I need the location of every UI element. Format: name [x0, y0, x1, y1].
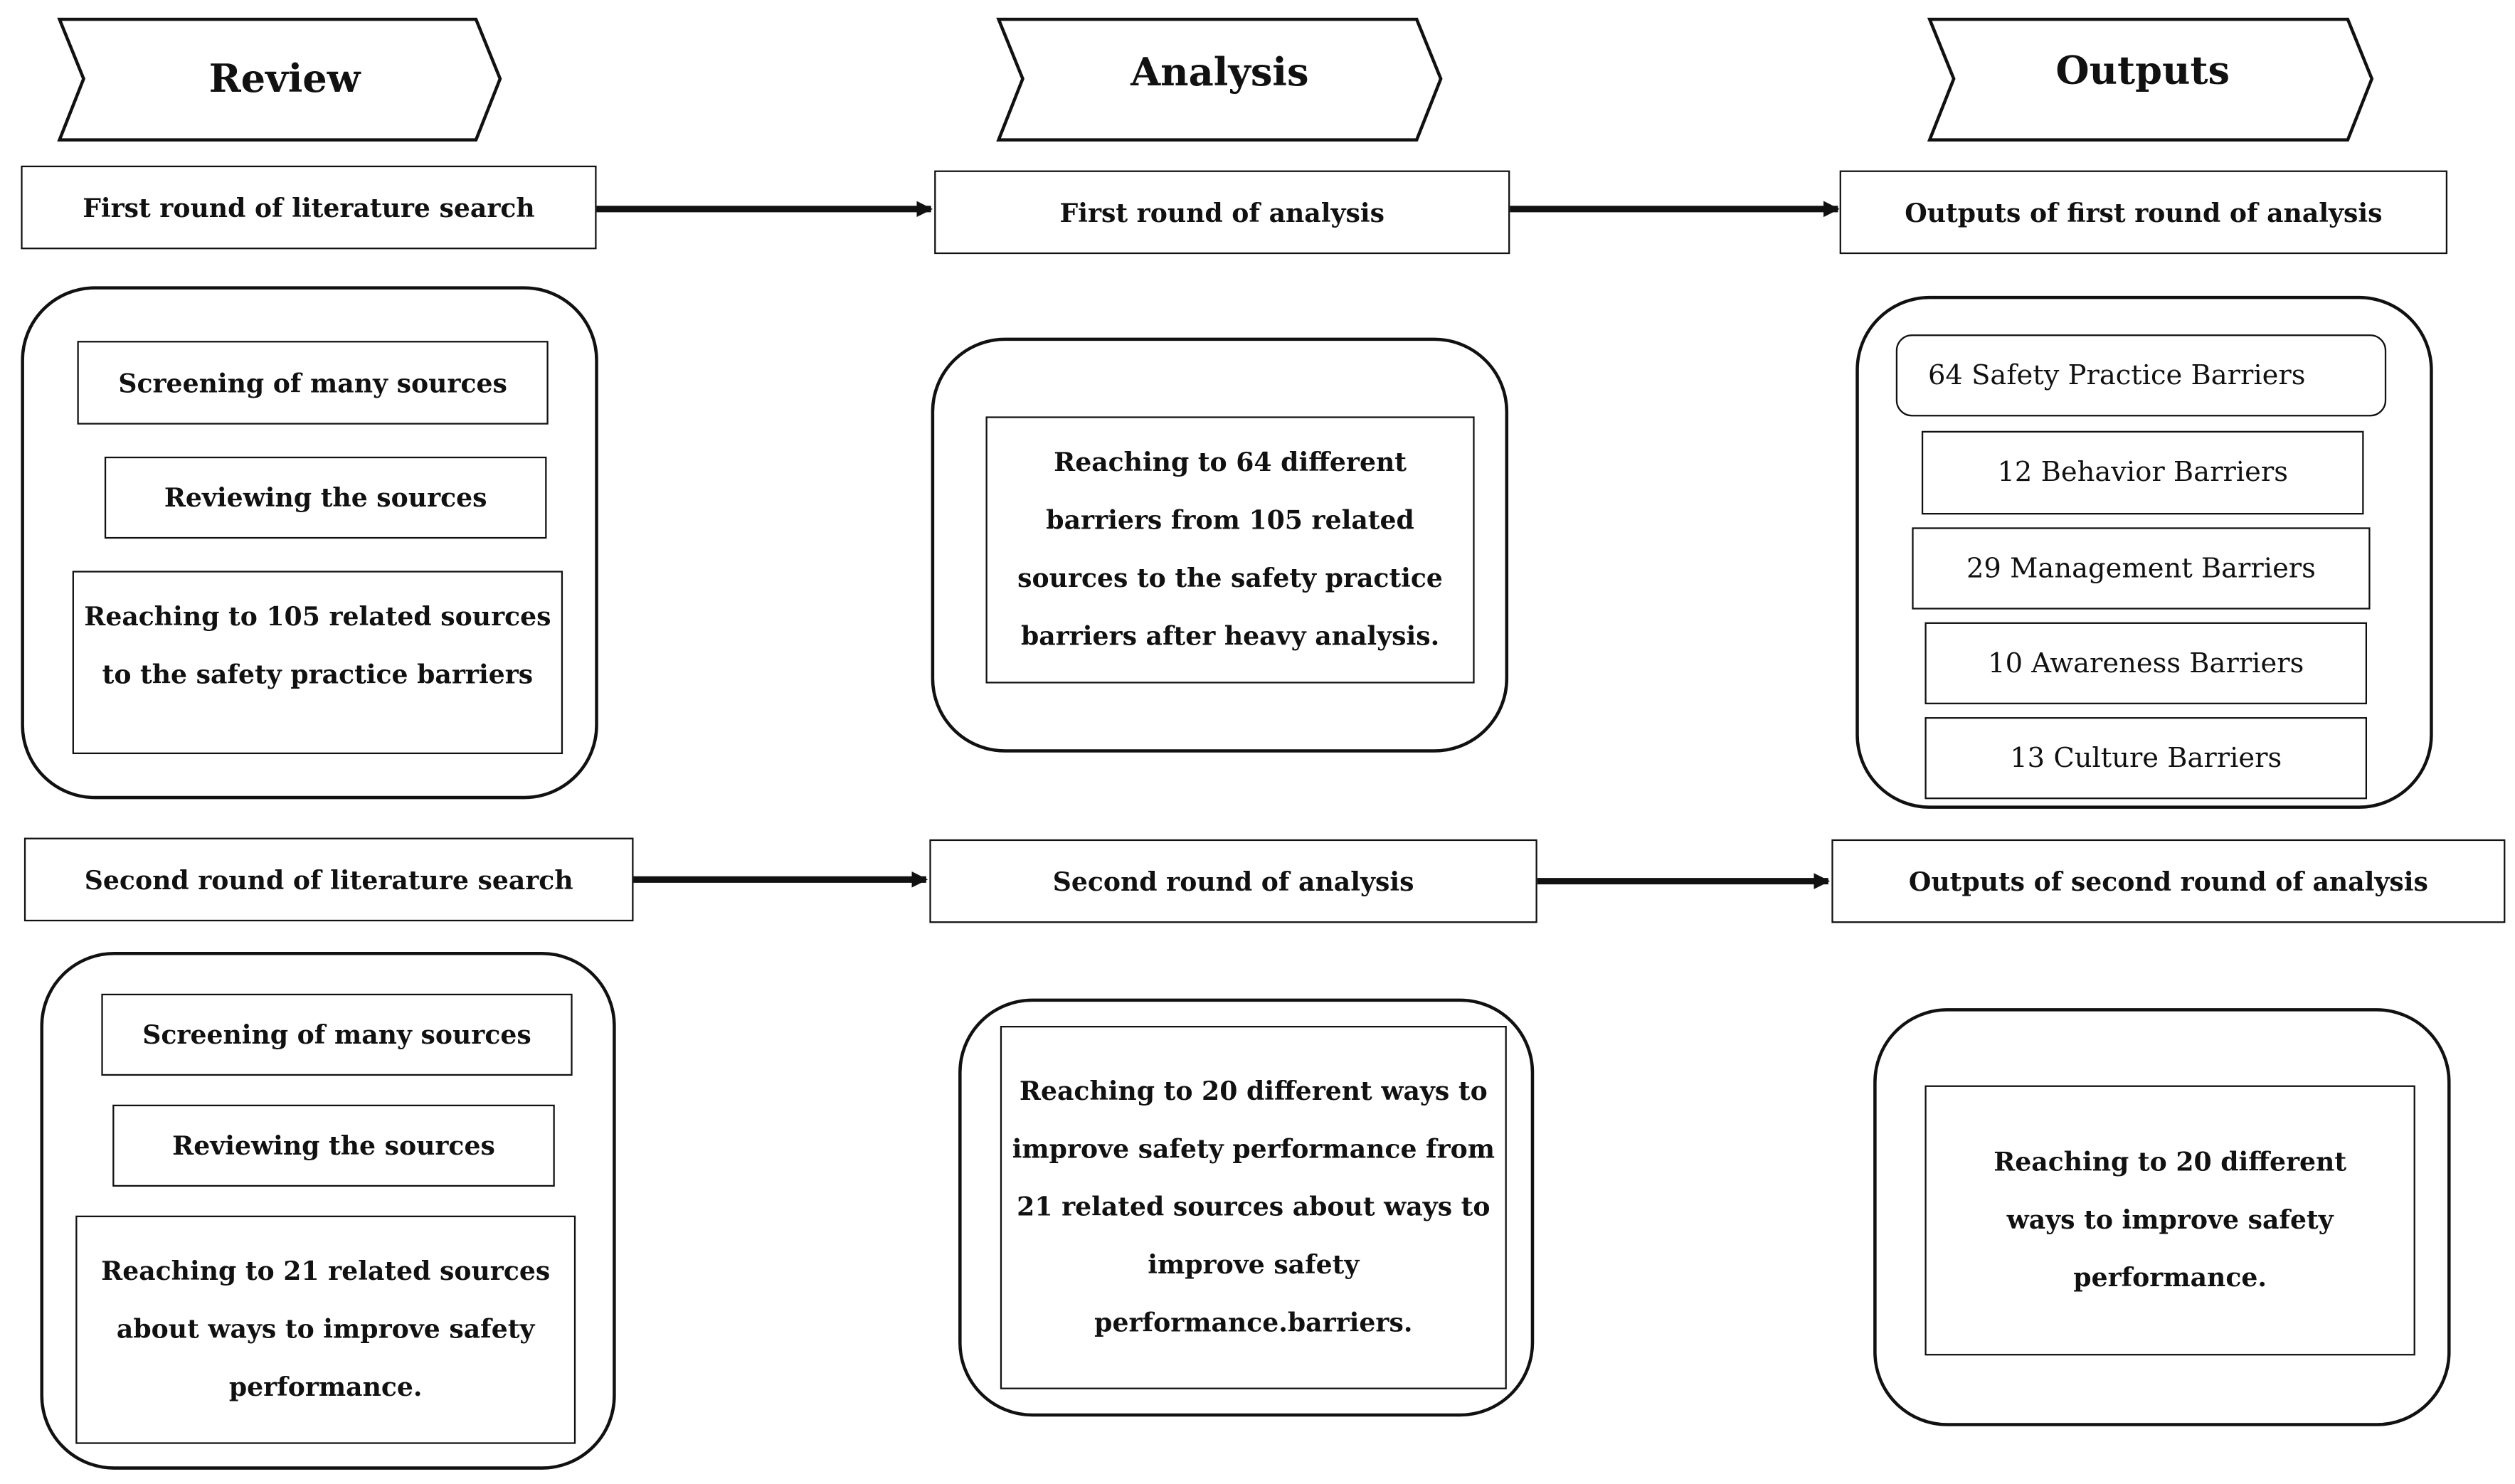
barrier-item-management: 29 Management Barriers — [1912, 527, 2371, 610]
barrier-item-awareness: 10 Awareness Barriers — [1924, 622, 2368, 704]
screening-sources-box: Screening of many sources — [77, 341, 549, 425]
barrier-item-culture: 13 Culture Barriers — [1924, 717, 2368, 800]
reaching-21-sources-box: Reaching to 21 related sources about way… — [75, 1215, 576, 1444]
screening-sources-box-2: Screening of many sources — [101, 993, 573, 1076]
second-round-analysis-box: Second round of analysis — [929, 839, 1537, 923]
review-header: Review — [208, 54, 361, 102]
reaching-20-ways-output-box: Reaching to 20 different ways to improve… — [1924, 1085, 2415, 1356]
first-round-analysis-box: First round of analysis — [934, 170, 1510, 255]
reaching-105-sources-box: Reaching to 105 related sources to the s… — [72, 571, 563, 755]
reaching-64-barriers-box: Reaching to 64 different barriers from 1… — [985, 416, 1475, 684]
reviewing-sources-box: Reviewing the sources — [104, 456, 547, 539]
reviewing-sources-box-2: Reviewing the sources — [112, 1104, 555, 1187]
reaching-20-ways-analysis-box: Reaching to 20 different ways to improve… — [1000, 1026, 1507, 1389]
outputs-header: Outputs — [2055, 46, 2230, 94]
barrier-item-behavior: 12 Behavior Barriers — [1921, 430, 2364, 515]
first-round-outputs-box: Outputs of first round of analysis — [1839, 170, 2448, 255]
second-round-outputs-box: Outputs of second round of analysis — [1831, 839, 2506, 923]
barrier-item-safety-practice: 64 Safety Practice Barriers — [1895, 334, 2387, 417]
second-round-search-box: Second round of literature search — [23, 837, 634, 922]
first-round-search-box: First round of literature search — [21, 165, 597, 250]
analysis-header: Analysis — [1131, 48, 1309, 95]
